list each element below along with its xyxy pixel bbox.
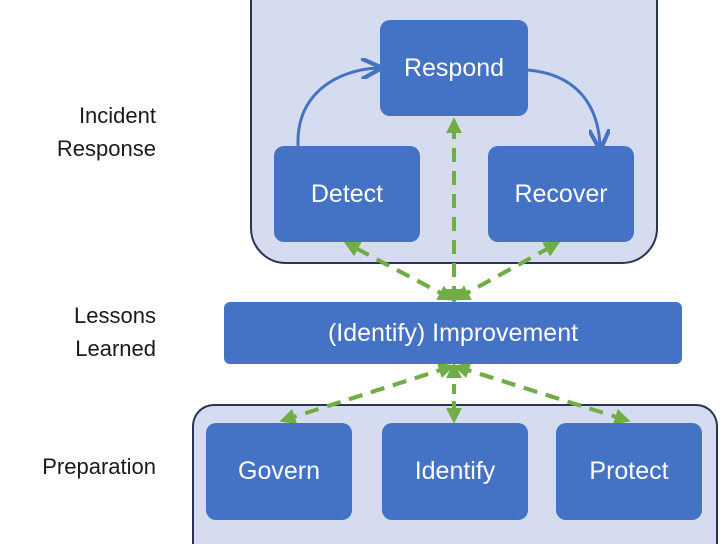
row-label-lessons-learned: Lessons Learned (74, 299, 156, 365)
detect-node: Detect (274, 146, 420, 242)
dashed-arrow-overlay-detect (343, 241, 455, 301)
protect-node: Protect (556, 423, 702, 520)
row-label-preparation: Preparation (42, 450, 156, 483)
dashed-arrow-overlay-govern (279, 362, 455, 425)
govern-node: Govern (206, 423, 352, 520)
row-label-incident-response-line1: Incident (78, 103, 156, 128)
row-label-incident-response: Incident Response (57, 99, 156, 165)
recover-node: Recover (488, 146, 634, 242)
row-label-preparation-text: Preparation (42, 454, 156, 479)
improvement-node: (Identify) Improvement (224, 302, 682, 364)
respond-node: Respond (380, 20, 528, 116)
arrow-overlay-detect-to-respond (296, 68, 378, 147)
row-label-lessons-learned-line1: Lessons (74, 303, 156, 328)
dashed-arrow-overlay-recover (453, 241, 561, 301)
arrow-overlay-respond-to-recover (527, 68, 600, 146)
identify-node: Identify (382, 423, 528, 520)
dashed-arrow-overlay-protect (453, 362, 631, 425)
row-label-incident-response-line2: Response (56, 136, 156, 161)
row-label-lessons-learned-line2: Learned (75, 336, 156, 361)
